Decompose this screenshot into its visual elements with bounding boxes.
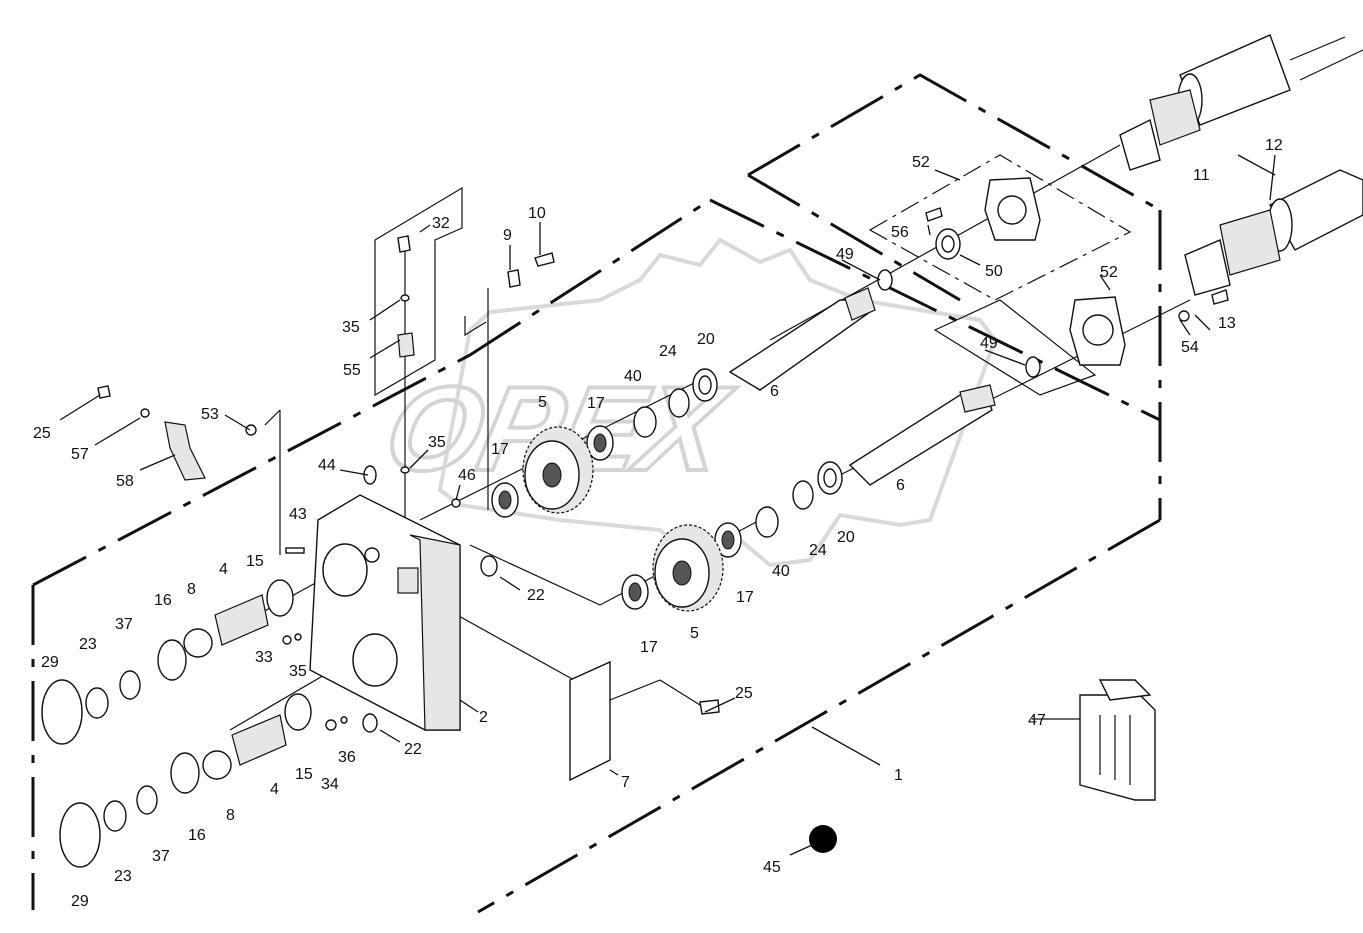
flange-52-upper <box>984 177 1041 241</box>
callout-17: 17 <box>640 639 658 656</box>
callout-7: 7 <box>621 774 630 791</box>
callout-44: 44 <box>318 457 336 474</box>
input-stack-upper <box>41 579 294 745</box>
callout-5: 5 <box>538 394 547 411</box>
callout-22: 22 <box>404 741 422 758</box>
callout-29: 29 <box>71 893 89 910</box>
callout-11: 11 <box>1193 167 1210 184</box>
plug-22-lower <box>362 713 378 733</box>
ring-set-lower <box>755 461 843 538</box>
callout-8: 8 <box>226 807 235 824</box>
callout-53: 53 <box>201 406 219 423</box>
assembly-boundary <box>31 73 1162 914</box>
bearings-17 <box>491 425 742 610</box>
callout-40: 40 <box>624 368 642 385</box>
callout-16: 16 <box>188 827 206 844</box>
callout-16: 16 <box>154 592 172 609</box>
callout-24: 24 <box>809 542 827 559</box>
callout-50: 50 <box>985 263 1003 280</box>
callout-4: 4 <box>219 561 228 578</box>
callout-55: 55 <box>343 362 361 379</box>
callout-58: 58 <box>116 473 134 490</box>
flange-box-upper <box>868 154 1132 301</box>
callout-36: 36 <box>338 749 356 766</box>
fasteners <box>97 207 1229 731</box>
callout-13: 13 <box>1218 315 1236 332</box>
input-stack-lower <box>59 693 312 868</box>
gear-5-upper <box>522 426 594 514</box>
callout-5: 5 <box>690 625 699 642</box>
cover-plate-7 <box>569 660 611 782</box>
callout-35: 35 <box>342 319 360 336</box>
callout-45: 45 <box>763 859 781 876</box>
callout-4: 4 <box>270 781 279 798</box>
callout-22: 22 <box>527 587 545 604</box>
callout-49: 49 <box>836 246 854 263</box>
callout-labels: 1 2 4 4 5 5 6 6 7 8 8 9 10 11 12 13 15 1… <box>33 137 1283 910</box>
callout-52: 52 <box>912 154 930 171</box>
callout-23: 23 <box>114 868 132 885</box>
callout-54: 54 <box>1181 339 1199 356</box>
callout-17: 17 <box>736 589 754 606</box>
callout-56: 56 <box>891 224 909 241</box>
callout-8: 8 <box>187 581 196 598</box>
callout-33: 33 <box>255 649 273 666</box>
ring-set-upper <box>633 368 718 438</box>
callout-47: 47 <box>1028 712 1046 729</box>
cardan-shaft-11 <box>1119 34 1363 171</box>
callout-24: 24 <box>659 343 677 360</box>
callout-9: 9 <box>503 227 512 244</box>
o-rings-49 <box>877 269 1041 378</box>
gear-5-lower <box>652 524 724 612</box>
shaft-6-upper <box>728 287 876 391</box>
callout-10: 10 <box>528 205 546 222</box>
callout-1: 1 <box>894 767 903 784</box>
sealant-dot-45 <box>809 825 837 853</box>
callout-12: 12 <box>1265 137 1283 154</box>
callout-23: 23 <box>79 636 97 653</box>
shaft-6-lower <box>848 384 996 486</box>
callout-40: 40 <box>772 563 790 580</box>
callout-17: 17 <box>491 441 509 458</box>
callout-43: 43 <box>289 506 307 523</box>
callout-34: 34 <box>321 776 339 793</box>
callout-52: 52 <box>1100 264 1118 281</box>
callout-20: 20 <box>697 331 715 348</box>
callout-46: 46 <box>458 467 476 484</box>
callout-29: 29 <box>41 654 59 671</box>
flange-box-lower <box>933 299 1097 396</box>
callout-49: 49 <box>980 335 998 352</box>
callout-37: 37 <box>152 848 170 865</box>
callout-35: 35 <box>428 434 446 451</box>
seal-50 <box>935 228 961 260</box>
plug-22-upper <box>480 555 498 577</box>
callout-6: 6 <box>896 477 905 494</box>
callout-25: 25 <box>735 685 753 702</box>
gearbox-housing-2 <box>309 494 461 731</box>
callout-leaders <box>59 154 1276 856</box>
callout-37: 37 <box>115 616 133 633</box>
callout-2: 2 <box>479 709 488 726</box>
callout-6: 6 <box>770 383 779 400</box>
callout-20: 20 <box>837 529 855 546</box>
callout-57: 57 <box>71 446 89 463</box>
callout-15: 15 <box>246 553 264 570</box>
callout-35: 35 <box>289 663 307 680</box>
flange-52-lower <box>1069 296 1126 366</box>
callout-25: 25 <box>33 425 51 442</box>
cardan-shaft-12 <box>1184 169 1363 296</box>
callout-15: 15 <box>295 766 313 783</box>
nipple-frame <box>374 186 487 397</box>
callout-32: 32 <box>432 215 450 232</box>
oil-can-47 <box>1079 679 1156 801</box>
callout-17: 17 <box>587 395 605 412</box>
